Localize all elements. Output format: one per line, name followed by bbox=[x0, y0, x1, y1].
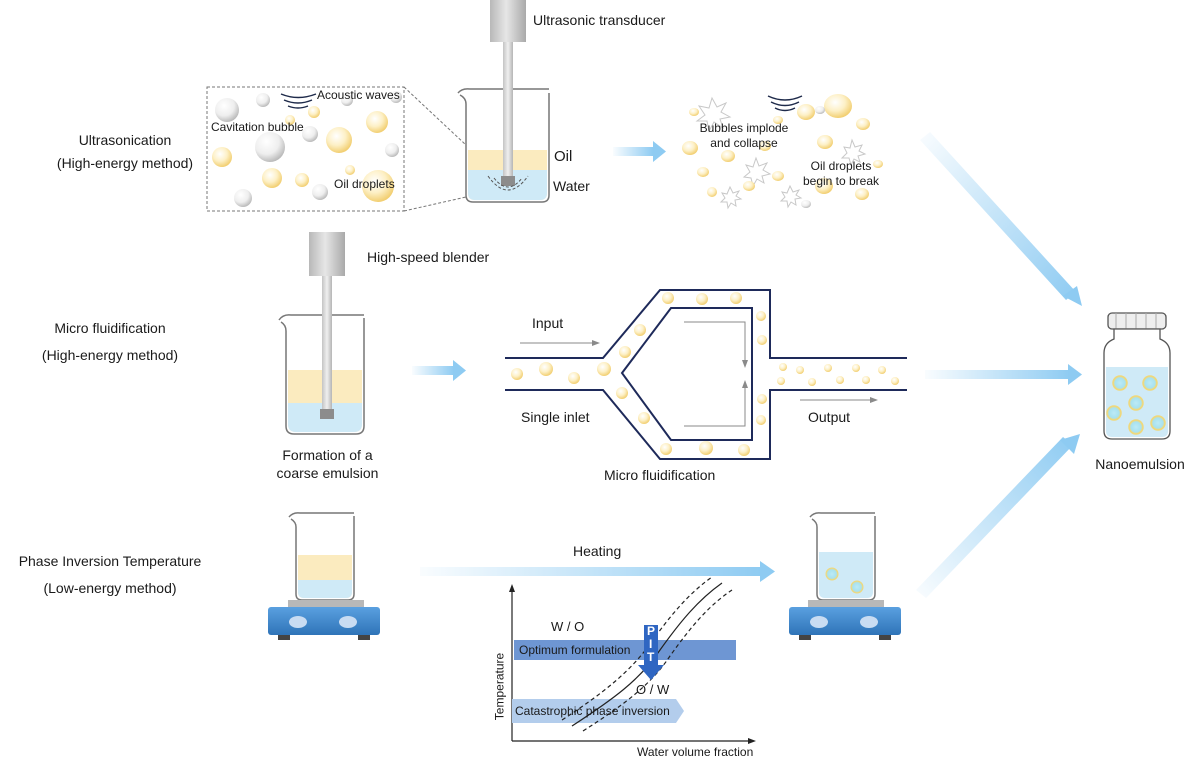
cavitation-inset bbox=[206, 86, 467, 212]
droplet-breakup-result bbox=[682, 94, 883, 210]
microfluidic-channel bbox=[505, 289, 907, 460]
flow-arrows bbox=[412, 132, 1082, 598]
acoustic-waves-label: Acoustic waves bbox=[317, 88, 400, 102]
pit-method-label: Phase Inversion Temperature bbox=[18, 553, 202, 569]
implosion-star-icon bbox=[695, 96, 867, 210]
transducer-label: Ultrasonic transducer bbox=[533, 12, 666, 28]
output-label: Output bbox=[808, 409, 851, 425]
ultrasonic-beaker bbox=[457, 0, 550, 203]
oil-droplet-group bbox=[212, 106, 394, 202]
arrow-pit-to-nanoemulsion bbox=[916, 434, 1080, 598]
bubbles-implode-label: Bubbles implode and collapse bbox=[699, 121, 789, 150]
transducer-probe bbox=[490, 0, 526, 186]
pit-graph bbox=[509, 576, 756, 744]
pit-letter-i: I bbox=[649, 637, 653, 651]
probe-wave-icon bbox=[487, 175, 529, 191]
pit-letter-p: P bbox=[647, 624, 656, 638]
coarse-emulsion-label: Formation of a coarse emulsion bbox=[276, 447, 379, 481]
arrow-heating bbox=[420, 561, 775, 582]
ultrasonication-method-label: Ultrasonication bbox=[78, 132, 172, 148]
microfluidification-caption: Micro fluidification bbox=[604, 467, 716, 483]
x-axis-label: Water volume fraction bbox=[637, 745, 754, 759]
arrow-ultrasonic-to-result bbox=[613, 141, 666, 162]
pit-letter-t: T bbox=[647, 650, 655, 664]
catastrophic-band bbox=[512, 699, 684, 723]
microfluidification-method-label: Micro fluidification bbox=[54, 320, 166, 336]
catastrophic-inversion-label: Catastrophic phase inversion bbox=[515, 704, 670, 718]
oil-label: Oil bbox=[554, 148, 573, 165]
ow-label: O / W bbox=[636, 682, 670, 697]
blender-label: High-speed blender bbox=[367, 249, 490, 265]
optimum-band bbox=[514, 640, 736, 660]
optimum-formulation-label: Optimum formulation bbox=[519, 643, 631, 657]
channel-droplet-group bbox=[511, 292, 899, 456]
acoustic-wave-icon-2 bbox=[767, 95, 803, 112]
input-arrow-icon bbox=[520, 340, 600, 346]
arrow-microfluidic-to-nanoemulsion bbox=[925, 364, 1082, 385]
blender-probe bbox=[309, 232, 345, 419]
oil-droplets-label: Oil droplets bbox=[334, 177, 395, 191]
acoustic-wave-icon bbox=[280, 93, 317, 109]
y-axis-label: Temperature bbox=[492, 652, 507, 721]
arrow-ultrasonic-to-nanoemulsion bbox=[920, 132, 1082, 306]
arrow-beaker-to-microfluidizer bbox=[412, 360, 466, 381]
output-arrow-icon bbox=[800, 397, 878, 403]
pit-energy-label: (Low-energy method) bbox=[43, 580, 177, 596]
ultrasonication-energy-label: (High-energy method) bbox=[56, 155, 194, 171]
microfluidification-energy-label: (High-energy method) bbox=[41, 347, 179, 363]
cavitation-bubble-group bbox=[215, 91, 402, 207]
inversion-curves bbox=[561, 576, 733, 732]
pit-stirrer-right bbox=[789, 512, 901, 640]
pit-stirrer-left bbox=[268, 512, 380, 640]
pit-arrow-icon bbox=[638, 625, 664, 680]
water-label: Water bbox=[553, 178, 590, 194]
droplets-break-label: Oil droplets begin to break bbox=[802, 159, 880, 188]
cavitation-bubble-label: Cavitation bubble bbox=[211, 120, 304, 134]
input-label: Input bbox=[532, 315, 564, 331]
wo-label: W / O bbox=[551, 619, 585, 634]
single-inlet-label: Single inlet bbox=[521, 409, 590, 425]
broken-droplet-group bbox=[682, 94, 883, 208]
nanoemulsion-vial-icon bbox=[1103, 312, 1171, 440]
nanoemulsion-label: Nanoemulsion bbox=[1095, 456, 1185, 472]
heating-label: Heating bbox=[573, 543, 622, 559]
blender-beaker bbox=[278, 232, 365, 435]
